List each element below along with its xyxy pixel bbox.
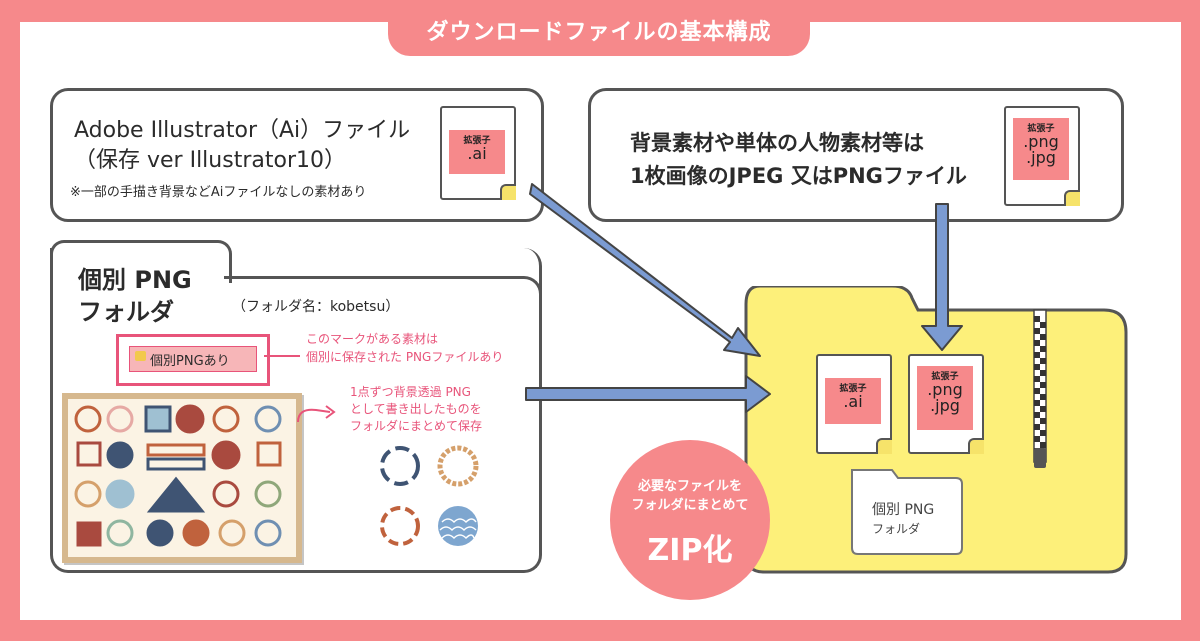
- page-title: ダウンロードファイルの基本構成: [426, 20, 772, 45]
- zip-badge-line2: フォルダにまとめて: [631, 498, 749, 513]
- sample-frame-4: [438, 506, 478, 546]
- ai-doc-icon: 拡張子 .ai: [440, 106, 516, 200]
- zip-image-doc-ext-png: .png: [927, 380, 963, 399]
- ai-doc-label: 拡張子 .ai: [449, 130, 505, 174]
- image-doc-label: 拡張子 .png .jpg: [1013, 118, 1069, 180]
- subfolder-icon: [851, 469, 963, 555]
- png-folder-title1: 個別 PNG: [78, 266, 192, 294]
- ai-doc-ext: .ai: [467, 144, 487, 163]
- ai-title-line2: （保存 ver Illustrator10）: [74, 148, 346, 173]
- doc-fold-icon: [500, 184, 516, 200]
- zip-ai-doc-label: 拡張子 .ai: [825, 378, 881, 424]
- subfolder-label-line1: 個別 PNG: [872, 502, 935, 518]
- zip-image-doc-icon: 拡張子 .png .jpg: [908, 354, 984, 454]
- zip-badge: 必要なファイルを フォルダにまとめて ZIP化: [610, 440, 770, 600]
- title-tab: ダウンロードファイルの基本構成: [388, 2, 810, 56]
- image-doc-ext-png: .png: [1023, 132, 1059, 151]
- image-title-line1: 背景素材や単体の人物素材等は: [630, 131, 924, 155]
- sheet-pointer-arrow: [297, 405, 336, 423]
- png-mark-label: 個別PNGあり: [150, 354, 230, 369]
- image-title-line2: 1枚画像のJPEG 又はPNGファイル: [630, 164, 967, 188]
- ai-doc-kanji: 拡張子: [463, 136, 491, 146]
- sample-frame-2: [437, 445, 479, 487]
- zip-image-doc-kanji: 拡張子: [931, 372, 959, 382]
- image-doc-icon: 拡張子 .png .jpg: [1004, 106, 1080, 206]
- png-mark-badge: 個別PNGあり: [129, 346, 257, 372]
- sheet-note-line2: として書き出したものを: [350, 402, 482, 416]
- doc-fold-icon: [876, 438, 892, 454]
- image-doc-ext-jpg: .jpg: [1026, 148, 1056, 167]
- sheet-note-line1: 1点ずつ背景透過 PNG: [350, 385, 471, 399]
- zip-image-doc-label: 拡張子 .png .jpg: [917, 366, 973, 430]
- zip-ai-doc-ext: .ai: [843, 392, 863, 411]
- material-sheet-art: [74, 404, 282, 547]
- doc-fold-icon: [968, 438, 984, 454]
- zip-badge-line1: 必要なファイルを: [637, 479, 742, 494]
- png-folder-name: （フォルダ名：kobetsu）: [232, 299, 400, 315]
- png-folder-title2: フォルダ: [78, 298, 174, 326]
- zipper: [1033, 309, 1047, 468]
- material-sheet-thumbnail: [62, 393, 302, 563]
- sample-frame-3: [380, 506, 420, 546]
- sample-frames: [380, 445, 479, 546]
- zip-image-doc-ext-jpg: .jpg: [930, 396, 960, 415]
- zip-ai-doc-kanji: 拡張子: [839, 384, 867, 394]
- png-folder-corner: [504, 276, 542, 314]
- ai-note: ※一部の手描き背景などAiファイルなしの素材あり: [70, 185, 367, 200]
- mark-connector-line: [264, 355, 300, 357]
- sample-frame-1: [380, 446, 420, 486]
- doc-fold-icon: [1064, 190, 1080, 206]
- png-folder-top-edge: [224, 276, 521, 279]
- ai-title-line1: Adobe Illustrator（Ai）ファイル: [74, 118, 411, 143]
- png-folder-tab: [50, 240, 232, 283]
- folder-icon: [135, 351, 146, 361]
- zip-ai-doc-icon: 拡張子 .ai: [816, 354, 892, 454]
- image-doc-kanji: 拡張子: [1027, 124, 1055, 134]
- mark-note-line2: 個別に保存された PNGファイルあり: [306, 350, 504, 364]
- sheet-note-line3: フォルダにまとめて保存: [350, 419, 483, 433]
- subfolder-label-line2: フォルダ: [872, 522, 921, 536]
- mark-note-line1: このマークがある素材は: [306, 332, 439, 346]
- zip-badge-line3: ZIP化: [647, 533, 733, 568]
- png-mark-sample: 個別PNGあり: [116, 334, 270, 386]
